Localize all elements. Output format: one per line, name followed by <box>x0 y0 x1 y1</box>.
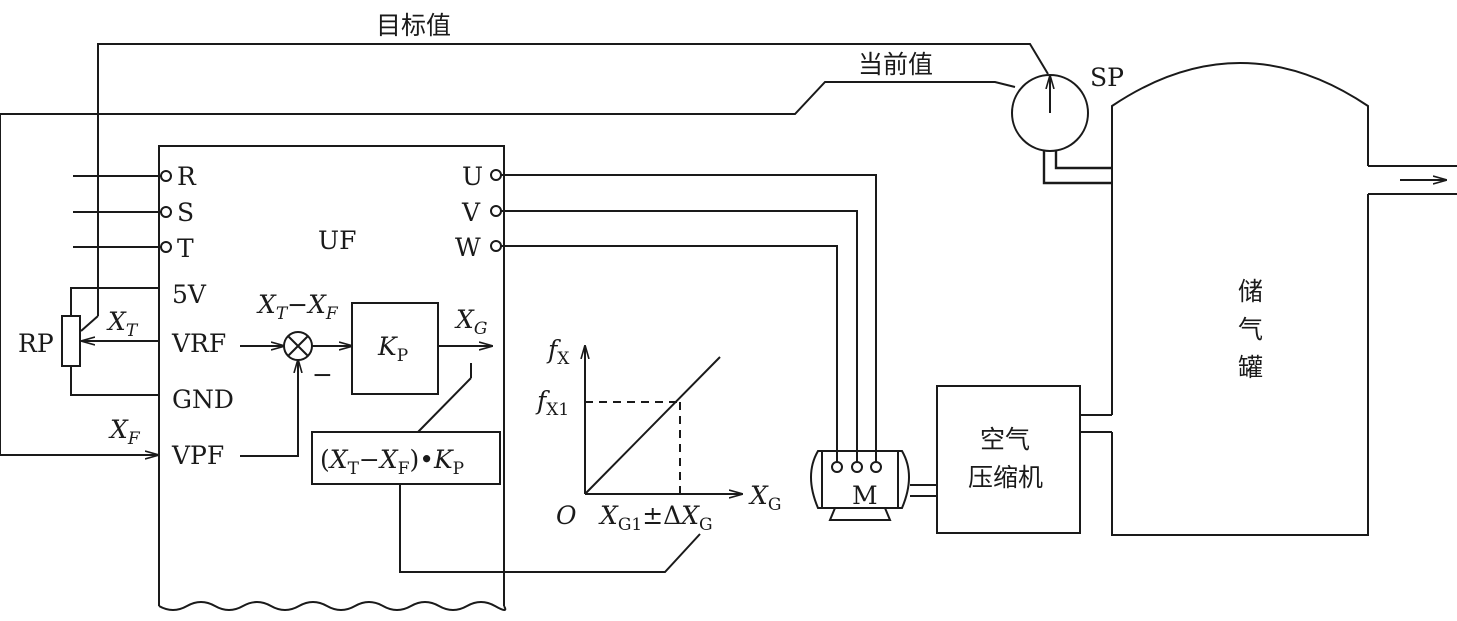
terminal-w-label: W <box>455 233 481 262</box>
fx1-sub: X1 <box>546 400 569 420</box>
diff-a-sub: T <box>276 304 289 324</box>
minus-sign: − <box>312 360 333 389</box>
characteristic-graph <box>585 346 742 494</box>
formula-close: )• <box>409 445 434 474</box>
xg-sub: G <box>474 319 488 339</box>
current-value-wire <box>0 81 1016 455</box>
xg-signal-label: XG <box>454 305 487 339</box>
formula-block <box>311 363 701 573</box>
formula-k-sub: P <box>453 459 464 479</box>
air-tank-label-line2: 气 <box>1238 315 1263 344</box>
graph-y-axis-label: fX <box>546 335 570 369</box>
svg-text:XG: XG <box>748 481 781 515</box>
air-compressor-label: 空气 压缩机 <box>968 425 1043 492</box>
svg-text:fX1: fX1 <box>535 386 569 420</box>
proportional-gain-label: KP <box>377 332 408 366</box>
terminal-u-label: U <box>462 162 483 191</box>
terminal-r-label: R <box>177 162 197 191</box>
diff-op: − <box>287 290 308 319</box>
xg1-base: X <box>598 501 619 530</box>
formula-k: K <box>433 445 454 474</box>
svg-text:(XT−XF)•KP: (XT−XF)•KP <box>320 445 464 479</box>
diff-b-sub: F <box>325 304 339 324</box>
air-tank-label: 储 气 罐 <box>1238 277 1263 382</box>
xg1-tol-base: X <box>679 501 700 530</box>
formula-label: (XT−XF)•KP <box>320 445 464 479</box>
motor <box>810 450 937 521</box>
air-tank <box>1111 62 1457 536</box>
terminal-s-label: S <box>177 198 194 227</box>
diff-b: X <box>306 290 327 319</box>
graph-x-mark-label: XG1±ΔXG <box>598 501 713 535</box>
fx-base: f <box>546 335 561 364</box>
terminal-t-label: T <box>177 234 194 263</box>
current-value-label: 当前值 <box>858 50 933 79</box>
svg-text:XG1±ΔXG: XG1±ΔXG <box>598 501 713 535</box>
motor-label: M <box>852 481 878 510</box>
potentiometer-label: RP <box>18 329 54 358</box>
frequency-converter <box>158 145 507 611</box>
xg1-sub: G1 <box>618 515 642 535</box>
xg-axis-base: X <box>748 481 769 510</box>
svg-text:XT: XT <box>106 307 139 341</box>
diff-a: X <box>256 290 277 319</box>
xg1-tol: ±Δ <box>642 501 681 530</box>
terminal-5v-label: 5V <box>172 280 207 309</box>
air-compressor-label-line2: 压缩机 <box>968 463 1043 492</box>
formula-b-sub: F <box>398 459 410 479</box>
formula-a-sub: T <box>348 459 360 479</box>
kp-base: K <box>377 332 398 361</box>
motor-supply-wires <box>500 174 877 462</box>
terminal-vpf-label: VPF <box>171 441 224 470</box>
xf-signal-label: XF <box>108 415 141 449</box>
target-value-wire <box>97 43 1049 316</box>
formula-b: X <box>378 445 399 474</box>
svg-text:XG: XG <box>454 305 487 339</box>
terminal-v-label: V <box>461 198 481 227</box>
air-compressor-label-line1: 空气 <box>980 425 1030 454</box>
potentiometer <box>61 287 159 396</box>
xg-base: X <box>454 305 475 334</box>
summing-junction <box>240 331 352 457</box>
air-tank-label-line3: 罐 <box>1238 353 1263 382</box>
formula-open: ( <box>320 445 330 474</box>
terminal-vrf-label: VRF <box>171 329 226 358</box>
xf-base: X <box>108 415 129 444</box>
xt-sub: T <box>126 321 139 341</box>
kp-sub: P <box>397 346 408 366</box>
svg-text:XF: XF <box>108 415 141 449</box>
svg-text:KP: KP <box>377 332 408 366</box>
xt-base: X <box>106 307 127 336</box>
target-value-label: 目标值 <box>376 11 451 40</box>
air-compressor <box>936 385 1112 534</box>
fx1-base: f <box>535 386 550 415</box>
frequency-converter-label: UF <box>318 226 356 255</box>
error-signal-label: XT−XF <box>256 290 339 324</box>
formula-a: X <box>328 445 349 474</box>
terminal-gnd-label: GND <box>172 385 234 414</box>
fx-sub: X <box>557 349 570 369</box>
output-terminals <box>490 169 502 252</box>
xg-axis-sub: G <box>768 495 782 515</box>
xg1-tol-sub: G <box>699 515 713 535</box>
xf-sub: F <box>127 429 141 449</box>
svg-text:fX: fX <box>546 335 570 369</box>
pressure-sensor-label: SP <box>1090 63 1124 92</box>
graph-x-axis-label: XG <box>748 481 781 515</box>
graph-y-mark-label: fX1 <box>535 386 569 420</box>
formula-op: − <box>359 445 380 474</box>
xt-signal-label: XT <box>106 307 139 341</box>
input-terminals <box>73 170 172 253</box>
air-tank-label-line1: 储 <box>1238 277 1263 306</box>
svg-text:XT−XF: XT−XF <box>256 290 339 324</box>
graph-origin-label: O <box>556 501 577 530</box>
proportional-gain-block <box>351 302 492 395</box>
pressure-sensor <box>1011 74 1112 185</box>
